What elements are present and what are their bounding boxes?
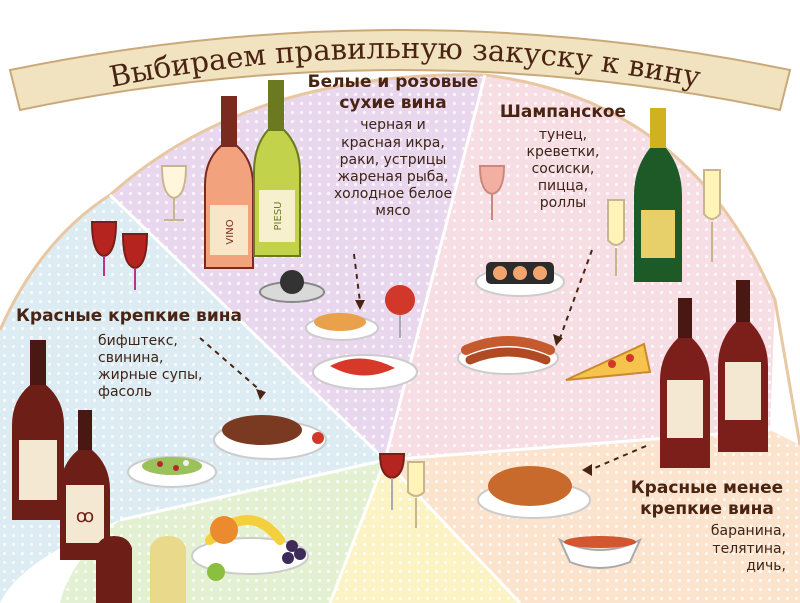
bean-salad-icon bbox=[127, 456, 217, 488]
svg-text:VINO: VINO bbox=[225, 219, 236, 244]
list-item: телятина, bbox=[712, 540, 786, 557]
list-item: дичь, bbox=[746, 557, 786, 574]
white-wine-section: Белые и розовые сухие вина черная и крас… bbox=[293, 72, 493, 220]
champagne-bottle-icon bbox=[634, 108, 682, 282]
list-item: черная и bbox=[360, 117, 426, 134]
pointer-arrows bbox=[199, 249, 647, 471]
pizza-slice-icon bbox=[565, 342, 652, 381]
crayfish-plate-icon bbox=[312, 354, 418, 390]
list-item: раки, устрицы bbox=[339, 151, 447, 168]
heading-line: Красные менее bbox=[630, 478, 784, 498]
list-item: фасоль bbox=[98, 383, 153, 400]
caviar-bowl-icon bbox=[259, 270, 415, 338]
pie-outline bbox=[0, 73, 800, 446]
white-wine-glass-icon bbox=[160, 165, 188, 221]
champagne-section: Шампанское тунец, креветки, сосиски, пиц… bbox=[488, 102, 638, 212]
red-strong-section: Красные крепкие вина бифштекс, свинина, … bbox=[16, 306, 266, 401]
arrow-heads bbox=[256, 300, 592, 476]
svg-text:ꝏ: ꝏ bbox=[76, 506, 94, 527]
list-item: роллы bbox=[539, 195, 587, 212]
center-wine-glasses-icon bbox=[378, 453, 425, 528]
list-item: бифштекс, bbox=[98, 332, 178, 349]
sushi-rolls-icon bbox=[475, 262, 565, 297]
fried-fish-plate-icon bbox=[305, 313, 379, 341]
champagne-items: тунец, креветки, сосиски, пицца, роллы bbox=[488, 127, 638, 212]
red-light-bottles-icon bbox=[660, 280, 768, 468]
fruit-plate-icon bbox=[191, 515, 309, 581]
red-strong-heading: Красные крепкие вина bbox=[16, 306, 242, 326]
white-wine-items: черная и красная икра, раки, устрицы жар… bbox=[293, 117, 493, 219]
red-wine-bottles-icon: ꝏ bbox=[12, 340, 110, 560]
red-wine-glasses-icon bbox=[90, 221, 149, 290]
list-item: баранина, bbox=[710, 523, 786, 540]
steak-plate-icon bbox=[213, 415, 327, 460]
heading-line: сухие вина bbox=[339, 92, 447, 113]
list-item: сосиски, bbox=[531, 160, 595, 177]
red-light-section: Красные менее крепкие вина баранина, тел… bbox=[622, 478, 792, 575]
sausages-plate-icon bbox=[457, 336, 559, 375]
svg-text:PIESU: PIESU bbox=[273, 202, 284, 231]
white-wine-bottle-icon: PIESU bbox=[253, 80, 301, 257]
list-item: тунец, bbox=[538, 126, 588, 143]
bottom-bottles-icon bbox=[96, 536, 186, 603]
gravy-boat-icon bbox=[557, 536, 643, 569]
list-item: холодное белое bbox=[333, 185, 453, 202]
list-item: жирные супы, bbox=[98, 366, 203, 383]
heading-line: Белые и розовые bbox=[307, 72, 479, 92]
list-item: мясо bbox=[375, 202, 411, 219]
list-item: креветки, bbox=[526, 143, 600, 160]
list-item: жареная рыба, bbox=[337, 168, 449, 185]
heading-line: крепкие вина bbox=[640, 498, 774, 519]
roast-chicken-icon bbox=[477, 466, 591, 519]
red-light-heading: Красные менее крепкие вина bbox=[622, 478, 792, 519]
white-wine-heading: Белые и розовые сухие вина bbox=[293, 72, 493, 113]
champagne-heading: Шампанское bbox=[499, 102, 627, 122]
red-light-items: баранина, телятина, дичь, bbox=[622, 523, 792, 574]
champagne-glasses-icon bbox=[478, 165, 721, 276]
list-item: красная икра, bbox=[341, 134, 445, 151]
list-item: пицца, bbox=[537, 177, 589, 194]
rose-wine-bottle-icon: VINO bbox=[204, 96, 254, 269]
red-strong-items: бифштекс, свинина, жирные супы, фасоль bbox=[98, 333, 266, 401]
list-item: свинина, bbox=[98, 349, 164, 366]
